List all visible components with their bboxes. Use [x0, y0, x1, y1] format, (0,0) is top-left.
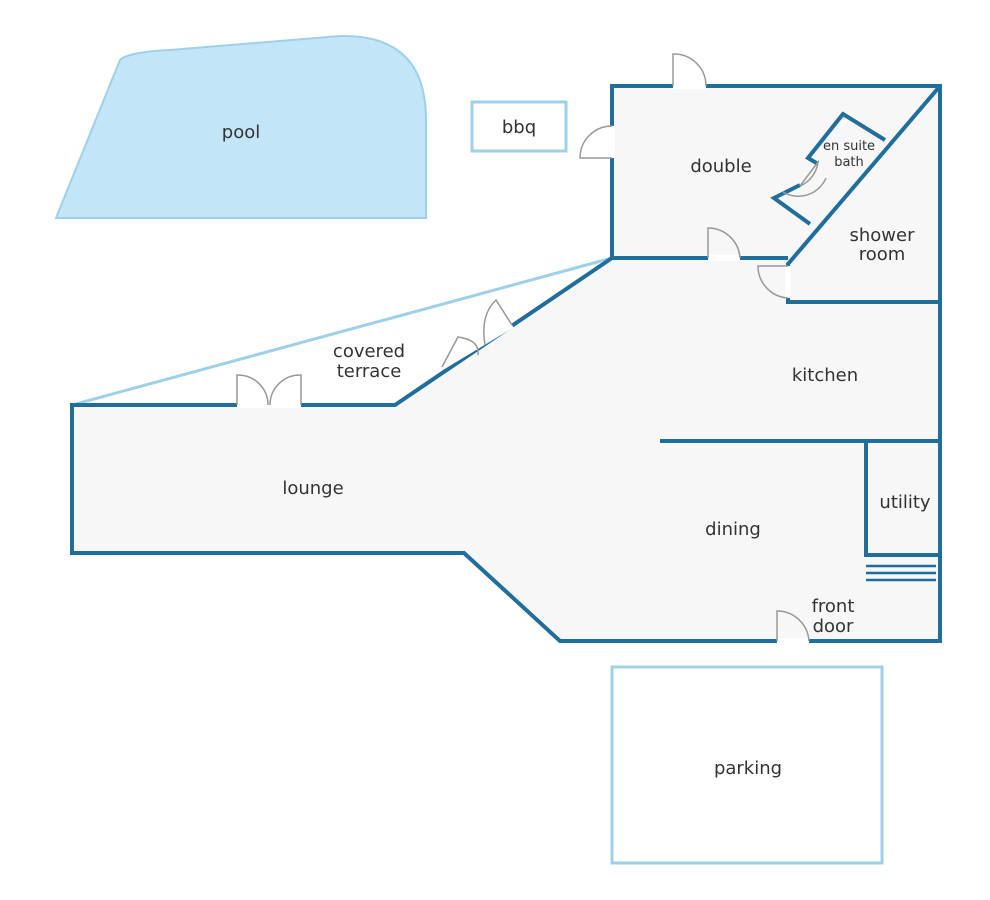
- kitchen-label: kitchen: [792, 365, 858, 386]
- pool-shape: [54, 34, 427, 219]
- en-suite-door-icon[interactable]: [799, 159, 820, 187]
- parking-label: parking: [714, 758, 782, 779]
- covered-terrace-outline: [71, 256, 613, 407]
- front-label: front: [812, 596, 855, 617]
- double-top-door-icon[interactable]: [672, 53, 707, 87]
- en-suite-wall: [770, 111, 887, 226]
- dining-label: dining: [705, 519, 761, 540]
- terrace-diagonal-door-icon[interactable]: [441, 298, 513, 368]
- bath-label: bath: [834, 155, 864, 170]
- terrace-left-door-icon[interactable]: [236, 374, 302, 406]
- shower-door-icon[interactable]: [757, 265, 789, 299]
- utility-label: utility: [879, 492, 931, 513]
- terrace-label: terrace: [337, 361, 402, 382]
- room-label: room: [859, 244, 906, 265]
- bbq-label: bbq: [502, 117, 536, 138]
- door-label: door: [813, 616, 854, 637]
- stairs: [866, 564, 936, 582]
- shower-label: shower: [850, 225, 916, 246]
- lounge-label: lounge: [282, 478, 343, 499]
- pool-label: pool: [222, 122, 260, 143]
- en-suite-door-arc-icon: [782, 177, 827, 197]
- bbq-area: [470, 100, 568, 153]
- parking-area: [610, 665, 884, 865]
- house-interior: [72, 86, 940, 641]
- outer-wall: [70, 84, 942, 643]
- covered-label: covered: [333, 341, 405, 362]
- utility-wall: [864, 441, 940, 557]
- double-label: double: [690, 156, 751, 177]
- double-left-door-icon[interactable]: [579, 125, 613, 159]
- front-door-icon[interactable]: [776, 610, 810, 642]
- en-suite-label: en suite: [823, 139, 875, 154]
- double-bottom-door-icon[interactable]: [707, 227, 741, 259]
